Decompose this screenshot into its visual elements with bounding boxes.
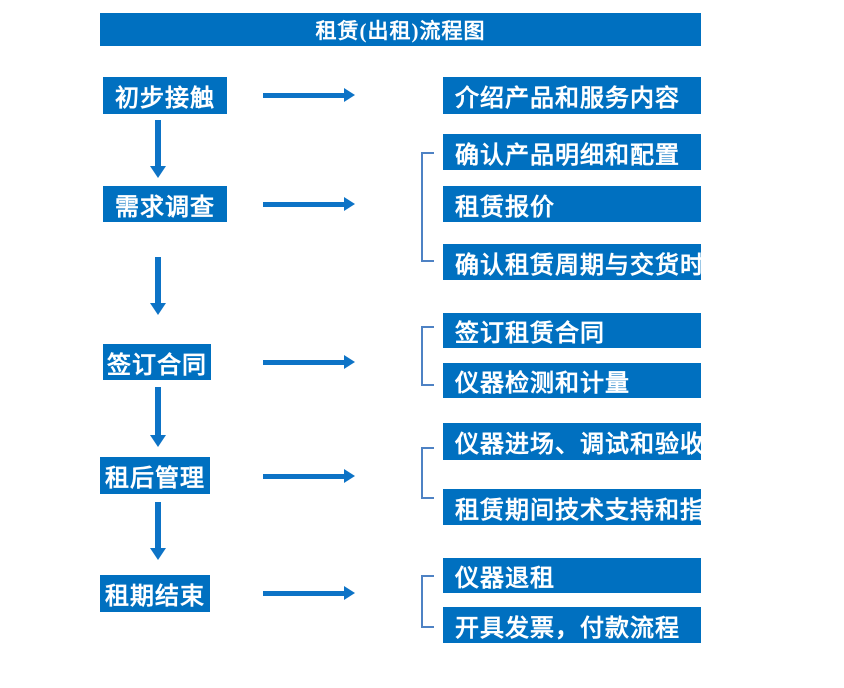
flowchart-title-bar: 租赁(出租)流程图 <box>100 13 701 46</box>
detail-label: 签订租赁合同 <box>455 321 605 347</box>
step-box-rental-end: 租期结束 <box>100 575 210 612</box>
bracket-group-rental-end <box>421 575 434 628</box>
detail-label: 租赁报价 <box>455 194 555 221</box>
detail-box-confirm-product-details: 确认产品明细和配置 <box>443 134 701 170</box>
arrow-shaft <box>155 257 161 304</box>
arrow-shaft <box>263 590 346 596</box>
step-box-initial-contact: 初步接触 <box>103 77 227 114</box>
down-arrow-icon-4 <box>150 502 166 560</box>
bracket-group-post-rental <box>421 447 434 499</box>
arrow-head <box>150 548 166 560</box>
detail-box-confirm-period-delivery: 确认租赁周期与交货时间 <box>443 244 729 280</box>
detail-box-sign-rental-contract: 签订租赁合同 <box>443 313 701 348</box>
arrow-head <box>344 197 355 211</box>
detail-label: 确认产品明细和配置 <box>455 142 680 169</box>
step-box-post-rental-management: 租后管理 <box>100 457 210 494</box>
right-arrow-icon-5 <box>263 586 355 600</box>
detail-box-instrument-return: 仪器退租 <box>443 558 701 593</box>
detail-box-invoice-payment: 开具发票，付款流程 <box>443 607 701 643</box>
detail-box-introduce-products: 介绍产品和服务内容 <box>443 77 701 114</box>
arrow-head <box>344 586 355 600</box>
detail-label: 仪器进场、调试和验收 <box>455 432 705 458</box>
flowchart-title: 租赁(出租)流程图 <box>315 18 486 43</box>
right-arrow-icon-3 <box>263 355 355 369</box>
step-label: 签订合同 <box>107 352 207 379</box>
arrow-head <box>344 469 355 483</box>
detail-label: 仪器检测和计量 <box>455 371 630 397</box>
arrow-shaft <box>263 201 346 207</box>
arrow-shaft <box>155 120 161 167</box>
step-label: 租后管理 <box>105 466 205 492</box>
detail-label: 租赁期间技术支持和指导 <box>455 497 730 524</box>
down-arrow-icon-1 <box>150 120 166 178</box>
step-label: 初步接触 <box>115 86 215 112</box>
arrow-shaft <box>263 473 346 479</box>
step-label: 需求调查 <box>115 194 215 221</box>
right-arrow-icon-1 <box>263 88 355 102</box>
arrow-head <box>344 88 355 102</box>
bracket-group-sign-contract <box>421 326 434 386</box>
bracket-group-demand-survey <box>421 152 434 262</box>
step-label: 租期结束 <box>105 584 205 610</box>
arrow-head <box>150 303 166 315</box>
detail-box-instrument-testing: 仪器检测和计量 <box>443 363 701 398</box>
arrow-shaft <box>155 502 161 549</box>
down-arrow-icon-3 <box>150 387 166 447</box>
step-box-sign-contract: 签订合同 <box>103 344 211 380</box>
arrow-shaft <box>263 92 346 98</box>
right-arrow-icon-4 <box>263 469 355 483</box>
arrow-head <box>150 435 166 447</box>
detail-label: 介绍产品和服务内容 <box>455 86 680 112</box>
arrow-shaft <box>263 359 346 365</box>
arrow-shaft <box>155 387 161 436</box>
arrow-head <box>150 166 166 178</box>
detail-label: 仪器退租 <box>455 566 555 592</box>
right-arrow-icon-2 <box>263 197 355 211</box>
arrow-head <box>344 355 355 369</box>
detail-box-tech-support: 租赁期间技术支持和指导 <box>443 489 729 525</box>
down-arrow-icon-2 <box>150 257 166 315</box>
step-box-demand-survey: 需求调查 <box>103 186 227 222</box>
detail-label: 开具发票，付款流程 <box>455 615 680 642</box>
detail-label: 确认租赁周期与交货时间 <box>455 252 730 279</box>
detail-box-instrument-setup-acceptance: 仪器进场、调试和验收 <box>443 423 704 460</box>
detail-box-rental-quote: 租赁报价 <box>443 186 701 222</box>
